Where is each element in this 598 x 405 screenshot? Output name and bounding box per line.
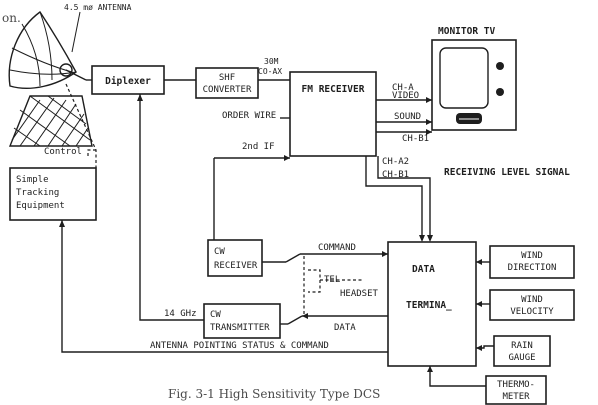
monitor-tv-icon bbox=[431, 39, 517, 131]
wind-velocity-block: WIND VELOCITY bbox=[489, 289, 575, 321]
svg-text:WIND: WIND bbox=[521, 251, 543, 261]
svg-text:DATA: DATA bbox=[412, 264, 435, 275]
wind-direction-block: WIND DIRECTION bbox=[489, 245, 575, 279]
figure-caption: Fig. 3-1 High Sensitivity Type DCS bbox=[168, 387, 380, 401]
svg-text:GAUGE: GAUGE bbox=[508, 353, 535, 363]
svg-text:Simple: Simple bbox=[16, 175, 49, 185]
ch-a2-label: CH-A2 bbox=[382, 157, 409, 167]
svg-text:CONVERTER: CONVERTER bbox=[203, 85, 252, 95]
antenna-icon bbox=[8, 11, 93, 147]
fm-receiver-block: FM RECEIVER bbox=[289, 71, 377, 157]
svg-text:TERMINA_: TERMINA_ bbox=[406, 300, 452, 311]
frequency-label: 14 GHz bbox=[164, 309, 197, 319]
cw-transmitter-block: CW TRANSMITTER bbox=[203, 303, 281, 339]
command-switch bbox=[285, 253, 301, 263]
receiving-level-label: RECEIVING LEVEL SIGNAL bbox=[444, 167, 570, 178]
svg-text:TRANSMITTER: TRANSMITTER bbox=[210, 323, 270, 333]
svg-text:Equipment: Equipment bbox=[16, 201, 65, 211]
svg-text:DIRECTION: DIRECTION bbox=[508, 263, 557, 273]
ch-a-label: CH-A bbox=[392, 83, 414, 93]
svg-text:CW: CW bbox=[214, 247, 225, 257]
cw-receiver-block: CW RECEIVER bbox=[207, 239, 263, 277]
monitor-tv-label: MONITOR TV bbox=[438, 26, 495, 37]
sound-label: SOUND bbox=[394, 112, 421, 122]
antenna-label: 4.5 mø ANTENNA bbox=[64, 3, 132, 12]
headset-label: HEADSET bbox=[340, 289, 379, 299]
data-terminal-block: DATA TERMINA_ bbox=[387, 241, 477, 367]
control-line-branch bbox=[87, 149, 96, 156]
rain-gauge-block: RAIN GAUGE bbox=[493, 335, 551, 367]
pointing-line bbox=[61, 220, 388, 353]
svg-text:Diplexer: Diplexer bbox=[105, 76, 151, 87]
control-label: Control bbox=[44, 147, 82, 157]
shf-converter-block: SHF CONVERTER bbox=[195, 67, 259, 99]
ch-b1-tv-label: CH-B1 bbox=[402, 134, 429, 144]
svg-text:FM RECEIVER: FM RECEIVER bbox=[302, 84, 365, 95]
svg-text:METER: METER bbox=[502, 392, 530, 402]
data-label: DATA bbox=[334, 323, 356, 333]
tel-headset bbox=[303, 256, 362, 316]
diplexer-block: Diplexer bbox=[91, 65, 165, 95]
ch-b1-label: CH-B1 bbox=[382, 170, 409, 180]
second-if-label: 2nd IF bbox=[242, 142, 275, 152]
ch-b1-line bbox=[365, 156, 423, 240]
svg-text:VELOCITY: VELOCITY bbox=[510, 307, 554, 317]
command-label: COMMAND bbox=[318, 243, 356, 253]
tracking-equipment-block: Simple Tracking Equipment bbox=[9, 167, 97, 221]
svg-text:RAIN: RAIN bbox=[511, 341, 533, 351]
order-wire-label: ORDER WIRE bbox=[222, 111, 276, 121]
ch-a2-line bbox=[377, 156, 431, 240]
svg-text:THERMO-: THERMO- bbox=[497, 380, 535, 390]
svg-text:CW: CW bbox=[210, 310, 221, 320]
coax-label-1: 30M bbox=[264, 57, 279, 66]
svg-text:RECEIVER: RECEIVER bbox=[214, 261, 258, 271]
video-label: VIDEO bbox=[392, 91, 419, 101]
thermometer-block: THERMO- METER bbox=[485, 375, 547, 405]
tel-label: TEL bbox=[324, 275, 340, 285]
svg-text:Tracking: Tracking bbox=[16, 188, 59, 198]
coax-label-2: CO-AX bbox=[258, 67, 282, 76]
diplexer-to-transmitter-line bbox=[139, 94, 204, 321]
svg-text:WIND: WIND bbox=[521, 295, 543, 305]
svg-text:SHF: SHF bbox=[219, 73, 235, 83]
antenna-label-leader bbox=[71, 11, 81, 53]
data-switch bbox=[287, 315, 303, 325]
fragment-text: on. bbox=[2, 11, 21, 25]
pointing-label: ANTENNA POINTING STATUS & COMMAND bbox=[150, 341, 329, 351]
